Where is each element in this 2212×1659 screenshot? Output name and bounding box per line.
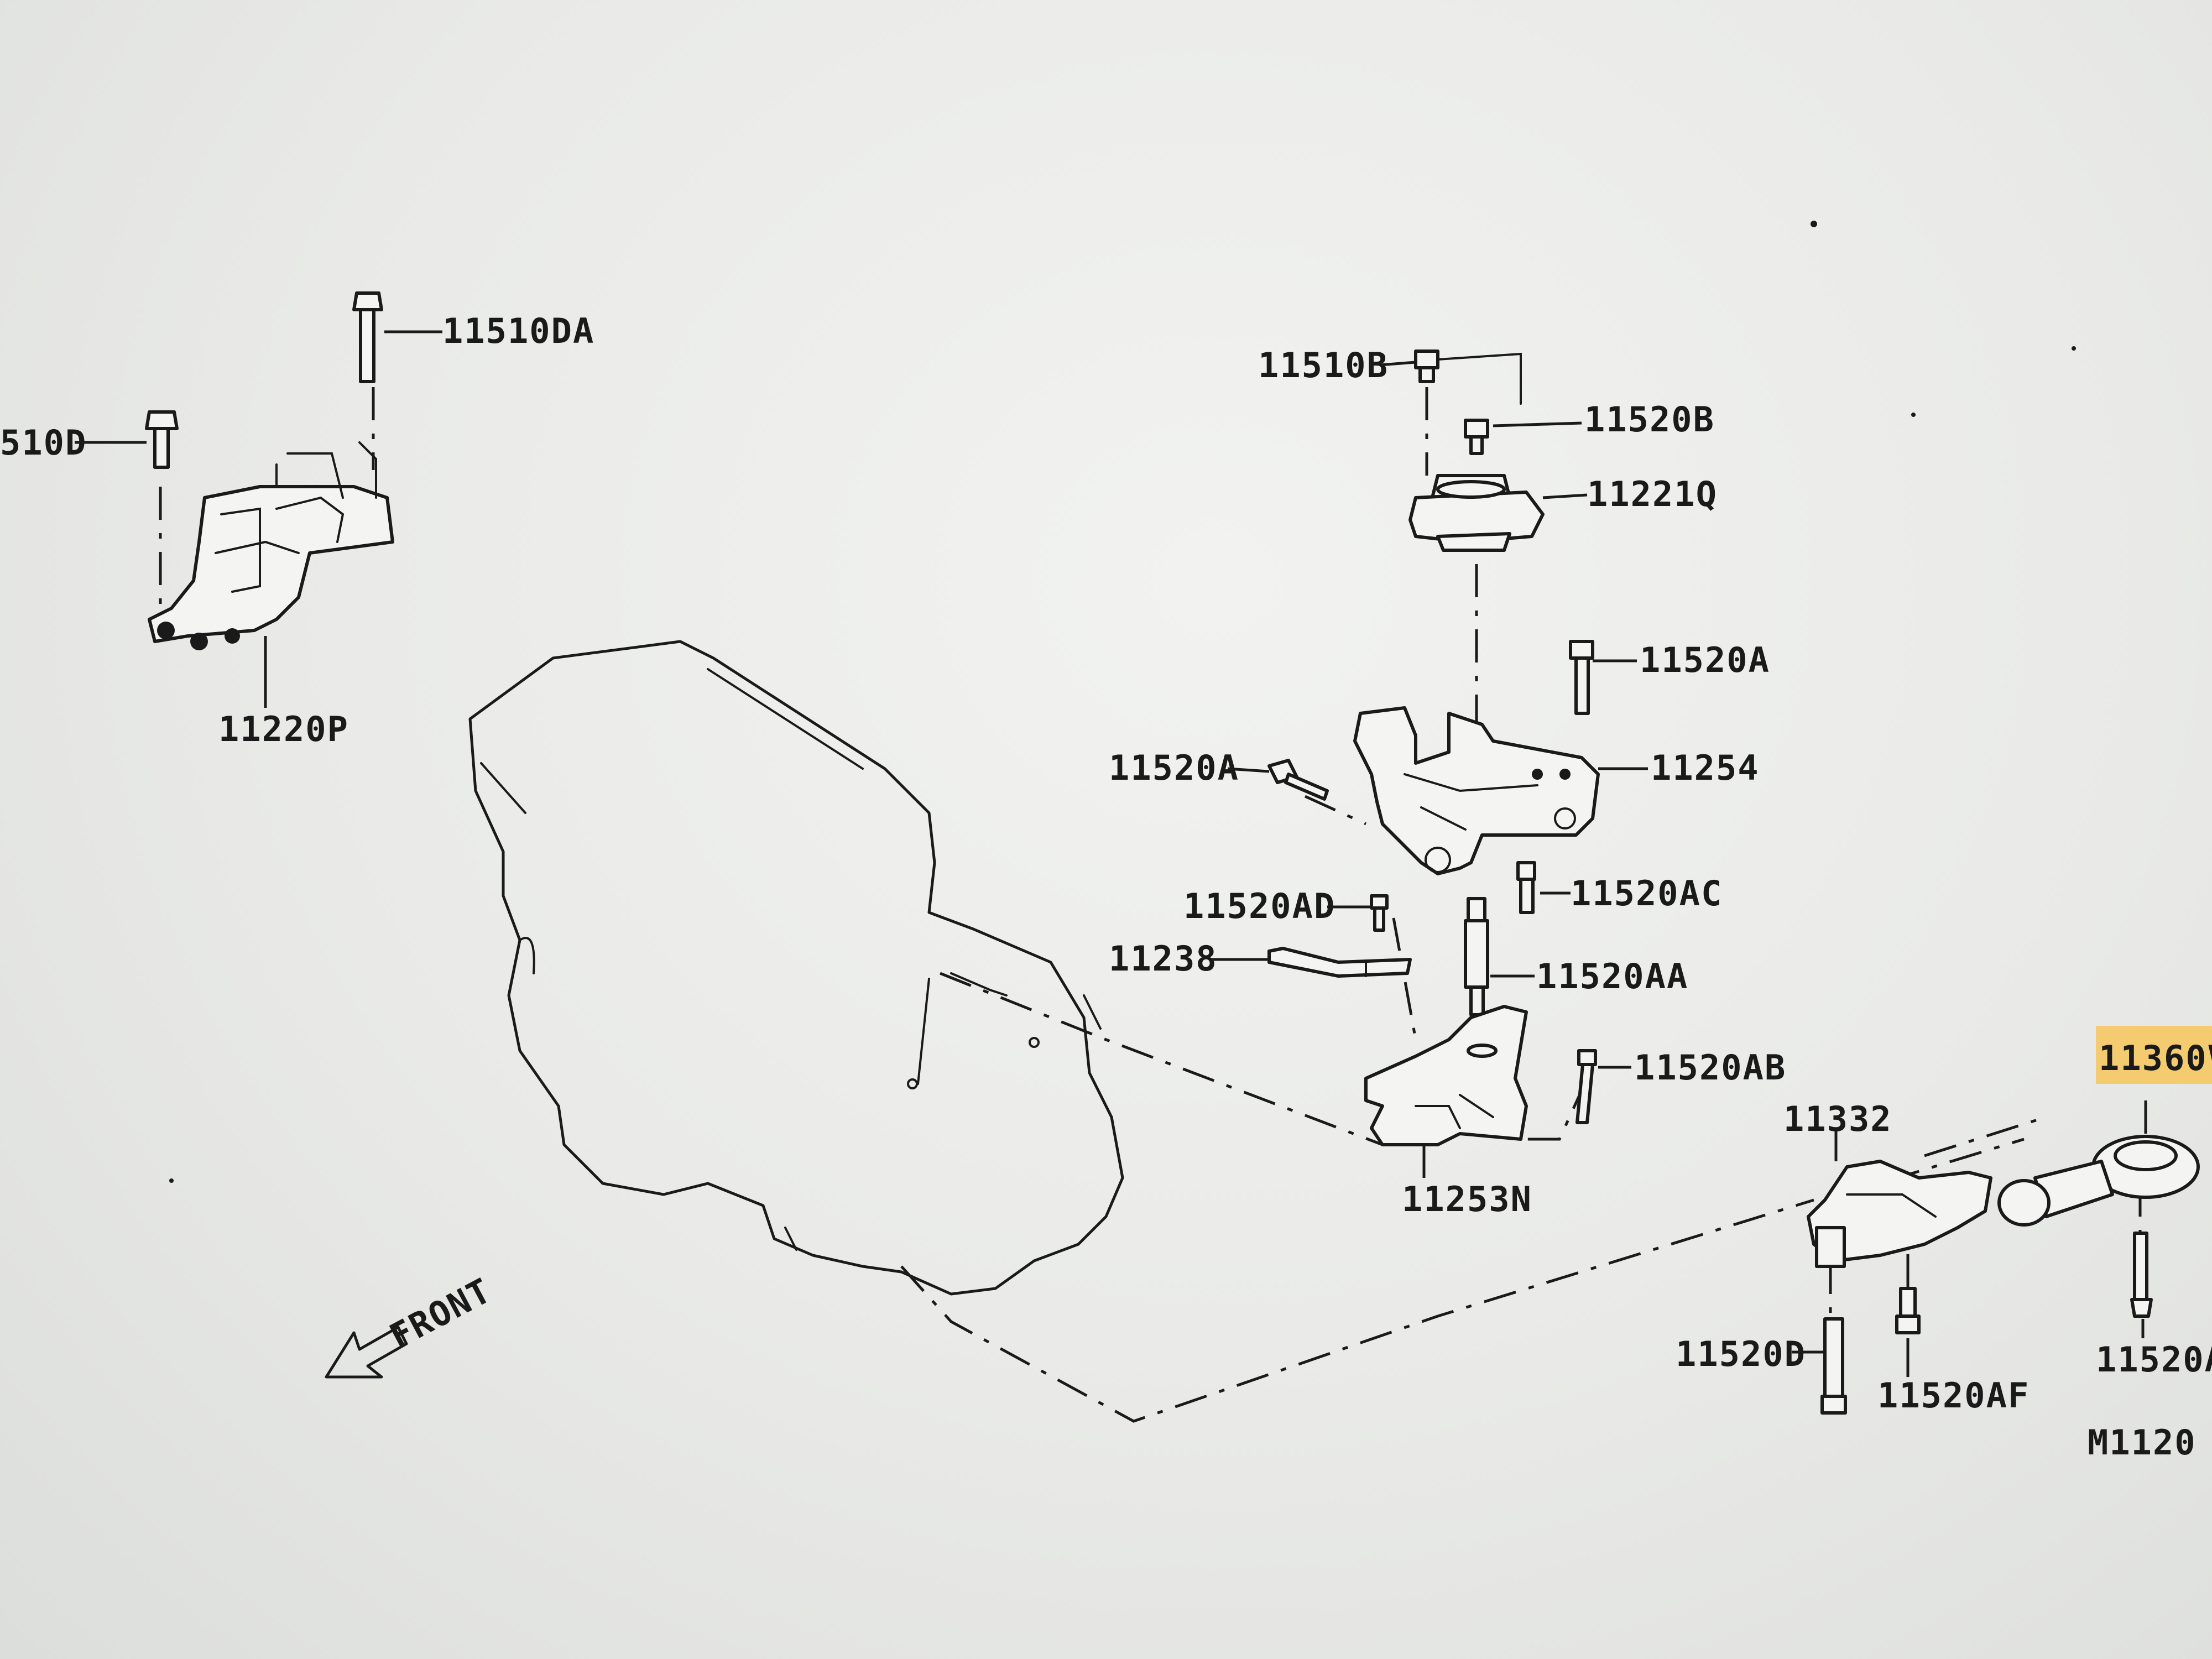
label-front: FRONT (383, 1270, 498, 1357)
leader-lines (75, 330, 2147, 1377)
bolt-11520ac (1516, 861, 1536, 914)
engine-outline (468, 640, 1124, 1296)
part-labels: 11510DA 510D 11220P 11510B 11520B 11221Q… (0, 311, 2212, 1463)
bolt-11510b (1414, 349, 1439, 383)
bolt-11520d (1820, 1317, 1847, 1415)
label-11520d: 11520D (1676, 1334, 1806, 1374)
bracket-11238 (1267, 947, 1412, 978)
label-11254: 11254 (1651, 748, 1760, 788)
label-11520aa: 11520AA (1536, 956, 1688, 997)
bolt-11510da (352, 291, 383, 383)
bolt-11520ad (1370, 894, 1389, 932)
bracket-11254 (1353, 706, 1600, 875)
bolt-11520a-top (1569, 640, 1594, 715)
label-11520a-top: 11520A (1640, 640, 1770, 680)
label-11520a-left: 11520A (1109, 748, 1239, 788)
label-11520ad: 11520AD (1183, 886, 1335, 926)
label-11520a-right: 11520A (2096, 1339, 2212, 1380)
stud-11520aa (1464, 897, 1489, 1016)
label-11220p: 11220P (218, 709, 349, 749)
label-11520ac: 11520AC (1571, 873, 1723, 914)
label-510d: 510D (0, 422, 87, 463)
label-11221q: 11221Q (1587, 474, 1718, 514)
bolt-11520a-left (1267, 759, 1329, 801)
torque-rod-11360v (1997, 1135, 2200, 1227)
label-11510da: 11510DA (442, 311, 594, 351)
label-11238: 11238 (1109, 938, 1218, 979)
bolt-510d (145, 410, 179, 469)
label-m1120: M1120 (2088, 1422, 2197, 1463)
bracket-11332 (1807, 1160, 1992, 1268)
bolt-11520af (1895, 1287, 1921, 1334)
label-11360v: 11360V (2099, 1038, 2212, 1078)
bolt-11520a-right (2130, 1232, 2153, 1318)
left-engine-mount-11220p (148, 441, 394, 650)
highlight-11360v (2096, 1026, 2212, 1084)
label-11520b: 11520B (1584, 399, 1715, 440)
label-11510b: 11510B (1258, 345, 1389, 385)
upper-engine-mount-11221q (1408, 474, 1545, 552)
label-11332: 11332 (1783, 1099, 1892, 1139)
bracket-11510b (1437, 352, 1522, 405)
bolt-11520ab (1575, 1049, 1597, 1124)
front-direction-arrow (325, 1326, 408, 1379)
label-11253n: 11253N (1402, 1179, 1532, 1219)
nut-11520b (1464, 419, 1489, 455)
lower-bracket-11253n (1364, 1005, 1528, 1146)
label-11520af: 11520AF (1877, 1375, 2030, 1416)
label-11520ab: 11520AB (1634, 1047, 1786, 1088)
